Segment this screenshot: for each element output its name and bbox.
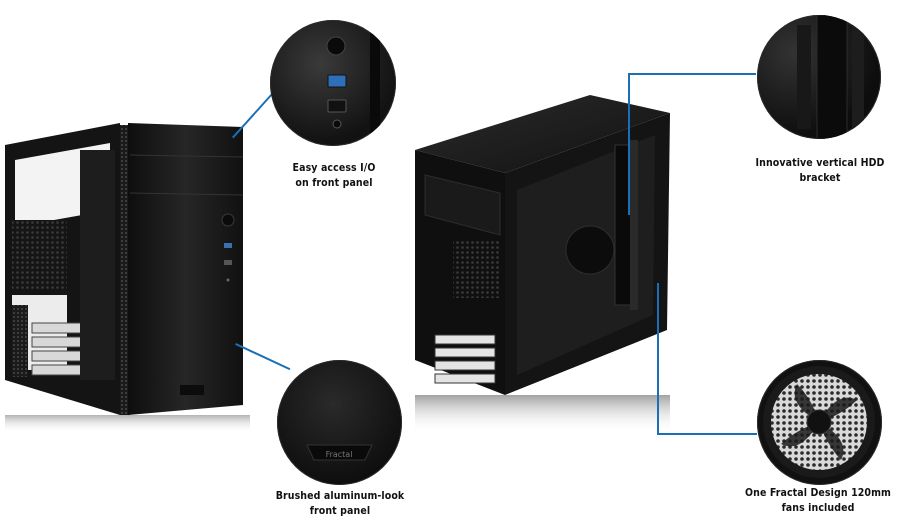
- fan-icon: [763, 366, 875, 478]
- fan-callout-line-v: [657, 283, 659, 433]
- io-caption-line1: Easy access I/O: [292, 162, 376, 174]
- hdd-callout-line-h: [628, 73, 756, 75]
- io-closeup-bubble: [270, 20, 396, 146]
- panel-caption-line2: front panel: [309, 505, 371, 517]
- io-caption: Easy access I/O on front panel: [270, 161, 398, 191]
- left-case-front-view: [5, 123, 250, 433]
- logo-badge-icon: Fractal: [306, 444, 373, 461]
- hdd-callout-line-v: [628, 73, 630, 215]
- fan-caption-line1: One Fractal Design 120mm: [745, 487, 891, 499]
- right-case-open-view: [415, 95, 670, 433]
- fan-caption-line2: fans included: [781, 502, 855, 514]
- hdd-closeup-bubble: [757, 15, 881, 139]
- fan-closeup-bubble: [757, 360, 882, 485]
- hdd-caption: Innovative vertical HDD bracket: [735, 156, 900, 186]
- logo-text: Fractal: [326, 450, 353, 459]
- fan-caption: One Fractal Design 120mm fans included: [735, 486, 900, 516]
- panel-closeup-bubble: Fractal: [277, 360, 402, 485]
- io-caption-line2: on front panel: [295, 177, 373, 189]
- hdd-caption-line1: Innovative vertical HDD bracket: [755, 157, 885, 184]
- panel-caption: Brushed aluminum-look front panel: [262, 489, 418, 519]
- fan-callout-line-h: [657, 433, 757, 435]
- io-ports-icon: [326, 30, 380, 140]
- panel-caption-line1: Brushed aluminum-look: [275, 490, 405, 502]
- hdd-bracket-icon: [797, 15, 864, 139]
